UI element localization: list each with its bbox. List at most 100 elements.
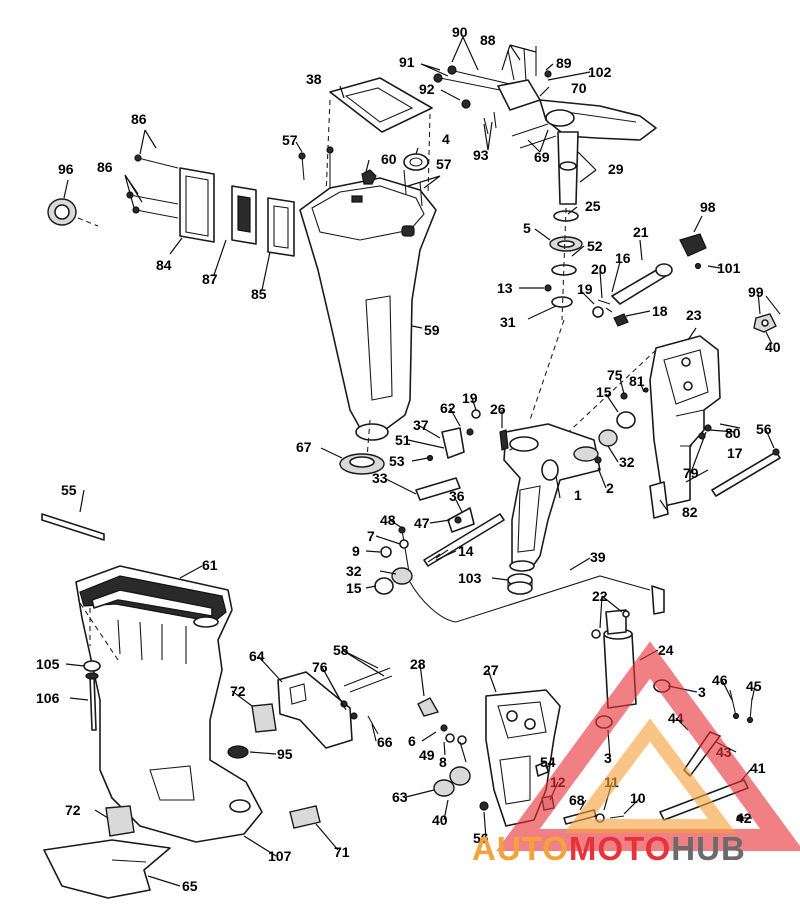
watermark-logo: AUTOMOTOHUB xyxy=(472,641,800,867)
part-59-exhaust-housing xyxy=(299,177,437,471)
callout-82: 82 xyxy=(682,504,698,520)
callout-15a: 15 xyxy=(596,384,612,400)
part-1-swivel-bracket xyxy=(503,423,601,572)
callout-105: 105 xyxy=(36,656,60,672)
callout-23: 23 xyxy=(686,307,702,323)
callout-36: 36 xyxy=(449,488,465,504)
callout-19a: 19 xyxy=(577,281,593,297)
part-70-steering-arm xyxy=(539,99,657,141)
callout-90: 90 xyxy=(452,24,468,40)
part-23-stern-bracket-right xyxy=(559,335,721,507)
part-21-tilt-lever xyxy=(592,233,707,327)
callout-4: 4 xyxy=(442,131,450,147)
callout-3b: 3 xyxy=(604,750,612,766)
callout-56b: 56 xyxy=(473,830,489,846)
part-69-pins xyxy=(511,123,557,149)
callout-54: 54 xyxy=(540,754,556,770)
callout-63: 63 xyxy=(392,789,408,805)
callout-26: 26 xyxy=(490,401,506,417)
watermark-triangle-outer xyxy=(496,641,800,851)
callout-98: 98 xyxy=(700,199,716,215)
callout-29: 29 xyxy=(608,161,624,177)
callout-76: 76 xyxy=(312,659,328,675)
callout-6: 6 xyxy=(408,733,416,749)
callout-33: 33 xyxy=(372,470,388,486)
callout-46: 46 xyxy=(712,672,728,688)
callout-9: 9 xyxy=(352,543,360,559)
part-105-106-bolt xyxy=(83,660,101,731)
part-39-cable xyxy=(409,575,665,623)
callout-86b: 86 xyxy=(97,159,113,175)
callout-106: 106 xyxy=(36,690,60,706)
part-86-screws xyxy=(126,154,179,219)
part-bushings xyxy=(529,207,583,421)
callout-61: 61 xyxy=(202,557,218,573)
part-29-steering-shaft xyxy=(557,131,579,205)
watermark-text-moto: MOTO xyxy=(569,830,671,867)
callout-57b: 57 xyxy=(436,156,452,172)
callout-68: 68 xyxy=(569,792,585,808)
callout-107: 107 xyxy=(268,848,292,864)
parts-layer xyxy=(41,46,781,899)
callout-25: 25 xyxy=(585,198,601,214)
callout-67: 67 xyxy=(296,439,312,455)
callout-86a: 86 xyxy=(131,111,147,127)
callout-57a: 57 xyxy=(282,132,298,148)
callout-18: 18 xyxy=(652,303,668,319)
callout-8: 8 xyxy=(439,754,447,770)
callout-52: 52 xyxy=(587,238,603,254)
part-64-bracket xyxy=(277,667,393,749)
callout-17: 17 xyxy=(727,445,743,461)
callout-103: 103 xyxy=(458,570,482,586)
callout-10: 10 xyxy=(630,790,646,806)
callout-81: 81 xyxy=(629,373,645,389)
callout-20: 20 xyxy=(591,261,607,277)
callout-32a: 32 xyxy=(619,454,635,470)
part-14-tilt-rod xyxy=(423,513,505,567)
callout-71: 71 xyxy=(334,844,350,860)
callout-16: 16 xyxy=(615,250,631,266)
part-55-pin xyxy=(41,513,105,541)
callout-49: 49 xyxy=(419,747,435,763)
callout-5: 5 xyxy=(523,220,531,236)
callout-56a: 56 xyxy=(756,421,772,437)
callout-55: 55 xyxy=(61,482,77,498)
callout-42: 42 xyxy=(736,810,752,826)
callout-40b: 40 xyxy=(432,812,448,828)
part-87-gasket xyxy=(231,185,257,245)
part-15-75-81-washers xyxy=(616,387,649,429)
callout-53: 53 xyxy=(389,453,405,469)
callout-93: 93 xyxy=(473,147,489,163)
callout-92: 92 xyxy=(419,81,435,97)
part-65-cover xyxy=(43,839,171,899)
callout-80: 80 xyxy=(725,425,741,441)
callout-41: 41 xyxy=(750,760,766,776)
watermark-text-auto: AUTO xyxy=(472,830,569,867)
part-2-32-26 xyxy=(499,429,618,464)
callout-59: 59 xyxy=(424,322,440,338)
callout-19b: 19 xyxy=(462,390,478,406)
callout-69: 69 xyxy=(534,149,550,165)
callout-101: 101 xyxy=(717,260,741,276)
callout-96: 96 xyxy=(58,161,74,177)
callout-48: 48 xyxy=(380,512,396,528)
callout-24: 24 xyxy=(658,642,674,658)
callout-45: 45 xyxy=(746,678,762,694)
callout-13: 13 xyxy=(497,280,513,296)
callout-87: 87 xyxy=(202,271,218,287)
callout-89: 89 xyxy=(556,55,572,71)
callout-91: 91 xyxy=(399,54,415,70)
callout-64: 64 xyxy=(249,648,265,664)
callout-60: 60 xyxy=(381,151,397,167)
callout-3a: 3 xyxy=(698,684,706,700)
callout-84: 84 xyxy=(156,257,172,273)
callout-99: 99 xyxy=(748,284,764,300)
part-left-bracket-hardware xyxy=(417,697,489,811)
watermark-text-hub: HUB xyxy=(671,830,746,867)
callout-15b: 15 xyxy=(346,580,362,596)
part-99-40-nut xyxy=(753,295,781,333)
part-61-lower-unit xyxy=(75,565,263,843)
callout-1: 1 xyxy=(574,487,582,503)
callout-27: 27 xyxy=(483,662,499,678)
